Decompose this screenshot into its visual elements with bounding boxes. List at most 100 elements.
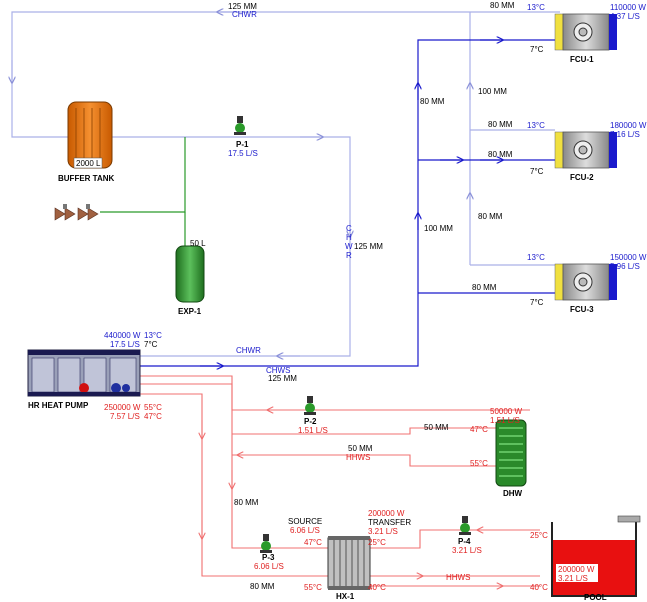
fcu-3-unit[interactable] [554,263,617,301]
hhw-size-50b: 50 MM [348,444,373,453]
fcu3-supply-size: 80 MM [472,283,497,292]
fcu3-out-temp: 7°C [530,298,544,307]
fcu-2-unit[interactable] [554,131,617,169]
dhw-tank[interactable] [495,419,527,487]
hx-source-in: 47°C [304,538,322,547]
fcu2-return-size: 80 MM [488,120,513,129]
hhw-supply-pool [140,393,540,577]
hp-heat-power: 250000 W [104,403,141,412]
valve-assembly-icon [54,204,99,221]
hp-cool-flow: 17.5 L/S [110,340,140,349]
fcu2-power: 180000 W [610,121,647,130]
fcu2-flow: 7.16 L/S [610,130,640,139]
heat-pump-unit[interactable] [27,349,141,397]
fcu3-in-temp: 13°C [527,253,545,262]
chwr-vert-size: 125 MM [354,242,383,251]
p1-flow: 17.5 L/S [228,149,258,158]
fcu3-name: FCU-3 [570,305,594,314]
pool-power: 200000 W [558,565,595,574]
fcu1-flow: 4.37 L/S [610,12,640,21]
chwr-vert-h: H [346,233,352,242]
hx-transfer-label: TRANSFER [368,518,411,527]
pool-name: POOL [584,593,607,602]
fcu1-branch-size: 80 MM [490,1,515,10]
hx-transfer-out: 40°C [368,583,386,592]
exp-volume: 50 L [190,239,206,248]
hx-name: HX-1 [336,592,355,601]
hhw-pipes [140,375,540,586]
buffer-tank-volume: 2000 L [76,159,101,168]
pump-p4-icon[interactable] [459,516,471,535]
fcu2-supply-size: 80 MM [488,150,513,159]
fcu3-flow: 5.96 L/S [610,262,640,271]
hx-transfer-in: 25°C [368,538,386,547]
pool-basin[interactable] [551,515,641,597]
hhw-size-80b: 80 MM [250,582,275,591]
dhw-in-temp: 47°C [470,425,488,434]
fcu1-name: FCU-1 [570,55,594,64]
p3-name: P-3 [262,553,275,562]
p4-flow: 3.21 L/S [452,546,482,555]
pump-p1-icon[interactable] [234,116,246,135]
chwr-top-name: CHWR [232,10,257,19]
dhw-name: DHW [503,489,523,498]
fcu-1-unit[interactable] [554,13,617,51]
expansion-vessel[interactable] [175,245,205,303]
hx-source-out: 55°C [304,583,322,592]
hhw-supply-dhw [140,383,530,411]
hx-source-flow: 6.06 L/S [290,526,320,535]
hp-heat-in: 47°C [144,412,162,421]
chws-size-80: 80 MM [420,97,445,106]
p2-flow: 1.51 L/S [298,426,328,435]
hhw-to-p3 [140,375,265,549]
chwr-bottom-name: CHWR [236,346,261,355]
hx-transfer-power: 200000 W [368,509,405,518]
pool-in-temp: 25°C [530,531,548,540]
buffer-tank-name: BUFFER TANK [58,174,115,183]
chws-pipes [140,40,555,366]
fcu3-power: 150000 W [610,253,647,262]
hhw-size-50a: 50 MM [424,423,449,432]
riser-size-80: 80 MM [478,212,503,221]
chwr-vert-r: R [346,251,352,260]
fcu1-out-temp: 7°C [530,45,544,54]
pool-flow: 3.21 L/S [558,574,588,583]
exp-name: EXP-1 [178,307,202,316]
dhw-power: 50000 W [490,407,522,416]
fcu2-name: FCU-2 [570,173,594,182]
fcu1-power: 110000 W [610,3,646,12]
chwr-vert-c: C [346,224,352,233]
hp-cool-in: 13°C [144,331,162,340]
chws-size-100: 100 MM [424,224,453,233]
dhw-out-temp: 55°C [470,459,488,468]
heat-exchanger[interactable] [327,536,371,590]
hp-heat-flow: 7.57 L/S [110,412,140,421]
hp-cool-out: 7°C [144,340,158,349]
hhw-dhw-return [232,454,500,467]
p1-name: P-1 [236,140,249,149]
hhws-label-1: HHWS [346,453,370,462]
chwr-top-size: 125 MM [228,2,257,11]
pool-out-temp: 40°C [530,583,548,592]
fcu2-out-temp: 7°C [530,167,544,176]
chws-name: CHWS [266,366,290,375]
hhw-dhw-in [232,427,500,435]
pump-p3-icon[interactable] [260,534,272,553]
p2-name: P-2 [304,417,317,426]
pump-p2-icon[interactable] [304,396,316,415]
p3-flow: 6.06 L/S [254,562,284,571]
hp-cool-power: 440000 W [104,331,141,340]
chwr-main-loop [11,11,560,357]
hp-name: HR HEAT PUMP [28,401,89,410]
riser-size-100: 100 MM [478,87,507,96]
hx-transfer-flow: 3.21 L/S [368,527,398,536]
chwr-vert-w: W [345,242,353,251]
hhw-size-80a: 80 MM [234,498,259,507]
chws-size: 125 MM [268,374,297,383]
hhws-label-2: HHWS [446,573,470,582]
dhw-flow: 1.51 L/S [490,416,520,425]
hx-source-label: SOURCE [288,517,322,526]
hp-heat-out: 55°C [144,403,162,412]
buffer-tank[interactable] [67,101,113,169]
